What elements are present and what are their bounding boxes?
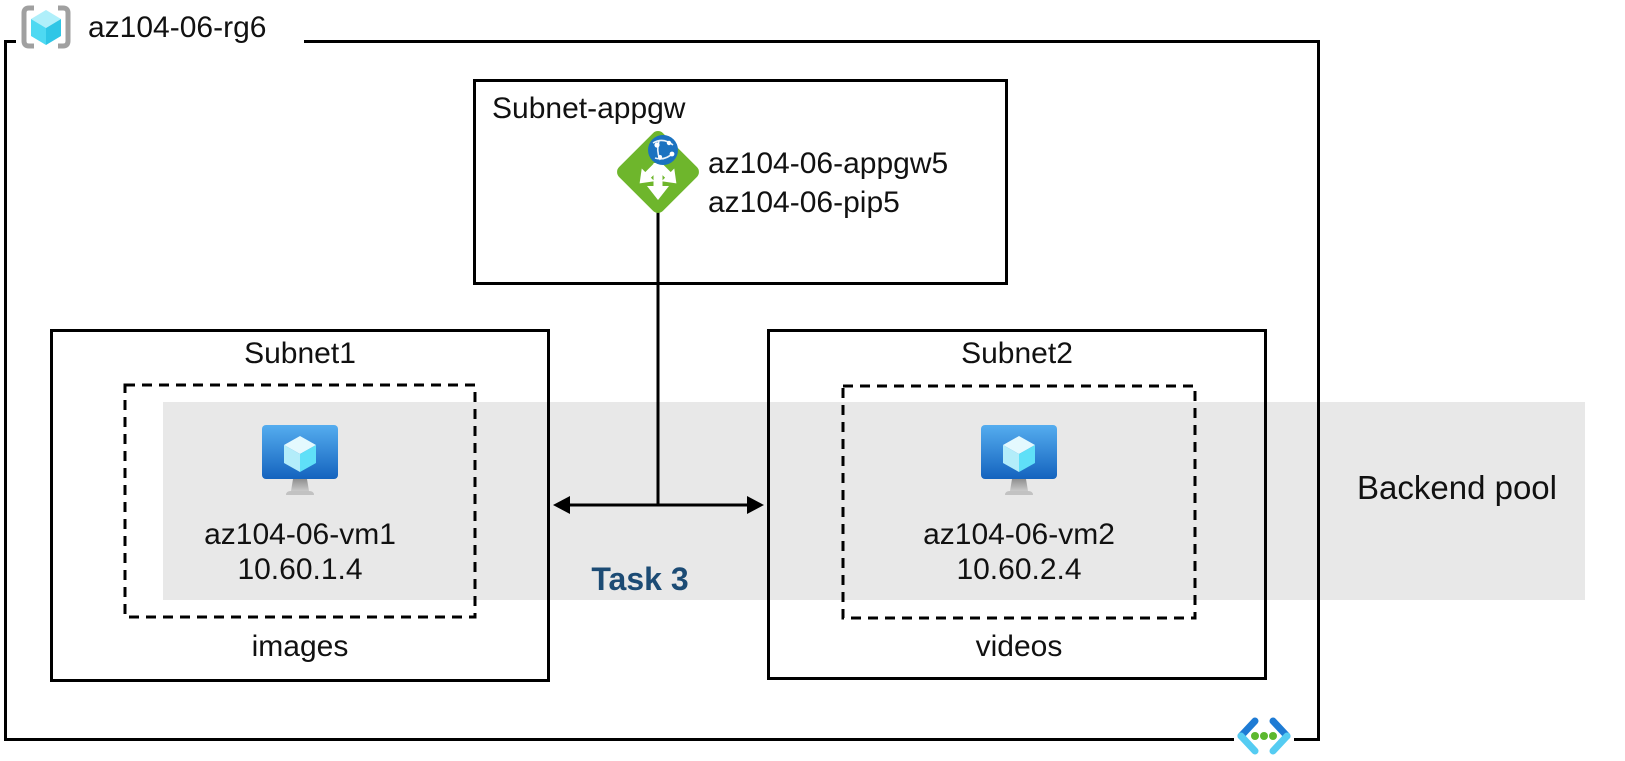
vm1-ip: 10.60.1.4: [237, 553, 363, 586]
cube-right-face: [46, 19, 61, 45]
subnet1-box: Subnet1: [50, 329, 550, 682]
appgw-globe: [648, 135, 678, 165]
task-label: Task 3: [591, 561, 689, 597]
resource-group-border-gap: [16, 34, 304, 48]
appgw-left-arrow: [639, 163, 660, 184]
appgw-name: az104-06-appgw5: [708, 147, 949, 180]
resource-group-label: az104-06-rg6: [88, 11, 267, 44]
application-gateway-icon: [617, 131, 699, 213]
subnet-appgw-title: Subnet-appgw: [492, 92, 686, 125]
vm2-name: az104-06-vm2: [923, 518, 1115, 551]
vm2-label: az104-06-vm2 10.60.2.4: [869, 517, 1169, 587]
resource-group-icon: [21, 5, 71, 49]
subnet-appgw-box: Subnet-appgw: [473, 79, 1008, 285]
virtual-machine-icon: [262, 425, 338, 495]
vm2-ip: 10.60.2.4: [956, 553, 1082, 586]
virtual-network-icon: [1234, 712, 1294, 760]
subnet1-caption: images: [251, 630, 349, 663]
vm1-name: az104-06-vm1: [204, 518, 396, 551]
resource-group-box: [4, 40, 1320, 741]
appgw-pip-name: az104-06-pip5: [708, 186, 900, 219]
subnet2-title: Subnet2: [961, 337, 1073, 370]
backend-pool-label: Backend pool: [1357, 469, 1557, 506]
subnet2-box: Subnet2: [767, 329, 1267, 680]
cube-left-face: [31, 19, 46, 45]
vm1-label: az104-06-vm1 10.60.1.4: [150, 517, 450, 587]
virtual-machine-icon: [981, 425, 1057, 495]
subnet1-title: Subnet1: [244, 337, 356, 370]
appgw-down-arrow: [647, 163, 669, 200]
appgw-labels: az104-06-appgw5 az104-06-pip5: [708, 144, 948, 222]
subnet2-caption: videos: [975, 630, 1063, 663]
appgw-right-arrow: [656, 163, 677, 184]
